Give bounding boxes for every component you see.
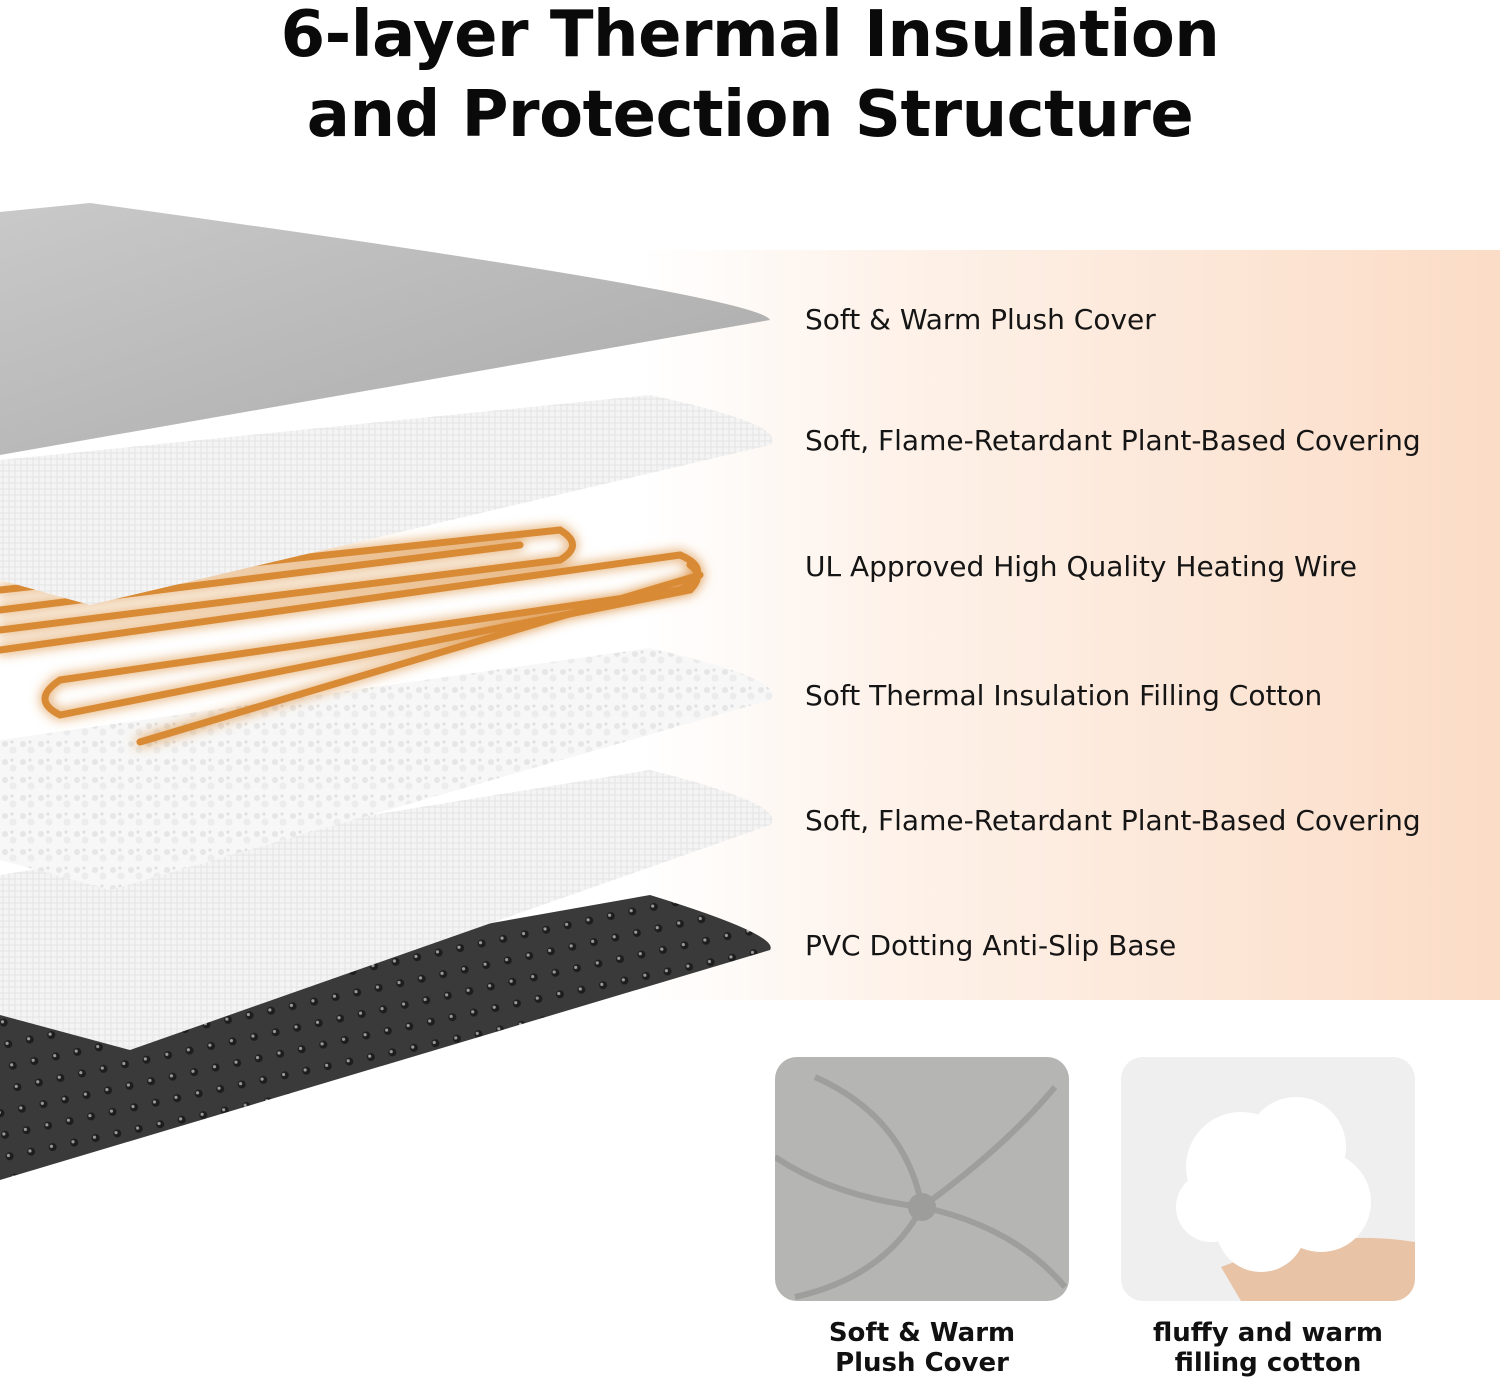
plush-cover-layer	[0, 203, 770, 455]
thumb-caption-cotton-line-2: filling cotton	[1174, 1348, 1362, 1378]
layer-label-5: Soft, Flame-Retardant Plant-Based Coveri…	[805, 804, 1421, 837]
thumb-caption-cotton-line-1: fluffy and warm	[1152, 1318, 1384, 1348]
page-title: 6-layer Thermal Insulation and Protectio…	[0, 0, 1500, 155]
layer-label-6: PVC Dotting Anti-Slip Base	[805, 929, 1177, 962]
title-line-1: 6-layer Thermal Insulation	[280, 0, 1220, 72]
title-line-2: and Protection Structure	[306, 78, 1194, 152]
plant-covering-layer-upper	[0, 395, 773, 605]
thumb-caption-cotton: fluffy and warm filling cotton	[1098, 1318, 1438, 1378]
thumb-caption-plush: Soft & Warm Plush Cover	[752, 1318, 1092, 1378]
layer-stack-illustration	[0, 203, 773, 1180]
plush-fabric-photo	[775, 1057, 1069, 1301]
layer-label-1: Soft & Warm Plush Cover	[805, 303, 1156, 336]
thumb-caption-plush-line-2: Plush Cover	[835, 1348, 1009, 1378]
layer-label-2: Soft, Flame-Retardant Plant-Based Coveri…	[805, 424, 1421, 457]
anti-slip-base-layer	[0, 895, 771, 1180]
thumb-caption-plush-line-1: Soft & Warm	[828, 1318, 1016, 1348]
label-background-band	[640, 250, 1500, 1000]
filling-cotton-layer	[0, 648, 773, 890]
layer-label-3: UL Approved High Quality Heating Wire	[805, 550, 1357, 583]
layer-label-4: Soft Thermal Insulation Filling Cotton	[805, 679, 1323, 712]
heating-wire-layer	[0, 526, 704, 746]
cotton-ball-photo	[1121, 1057, 1415, 1301]
plant-covering-layer-lower	[0, 770, 773, 1050]
